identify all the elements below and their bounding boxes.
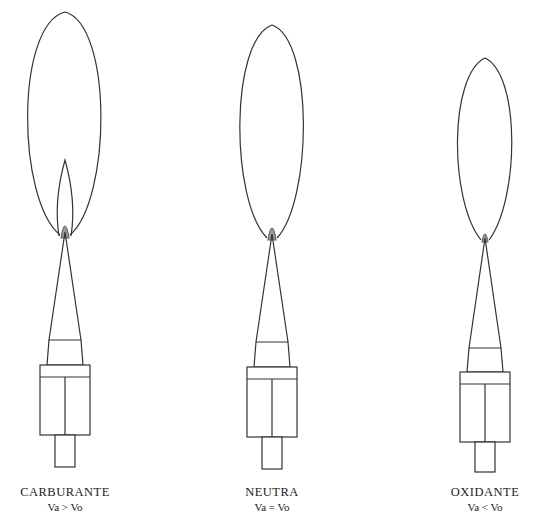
carburizing-torch	[28, 12, 101, 467]
velocity-relation: Va = Vo	[254, 500, 289, 514]
flame-type-label: OXIDANTE	[451, 485, 520, 499]
velocity-relation: Va < Vo	[467, 500, 502, 514]
oxidizing-torch	[457, 58, 511, 472]
neutral-torch	[240, 25, 304, 469]
flame-type-label: NEUTRA	[245, 485, 299, 499]
velocity-relation: Va > Vo	[47, 500, 82, 514]
flame-type-label: CARBURANTE	[20, 485, 110, 499]
